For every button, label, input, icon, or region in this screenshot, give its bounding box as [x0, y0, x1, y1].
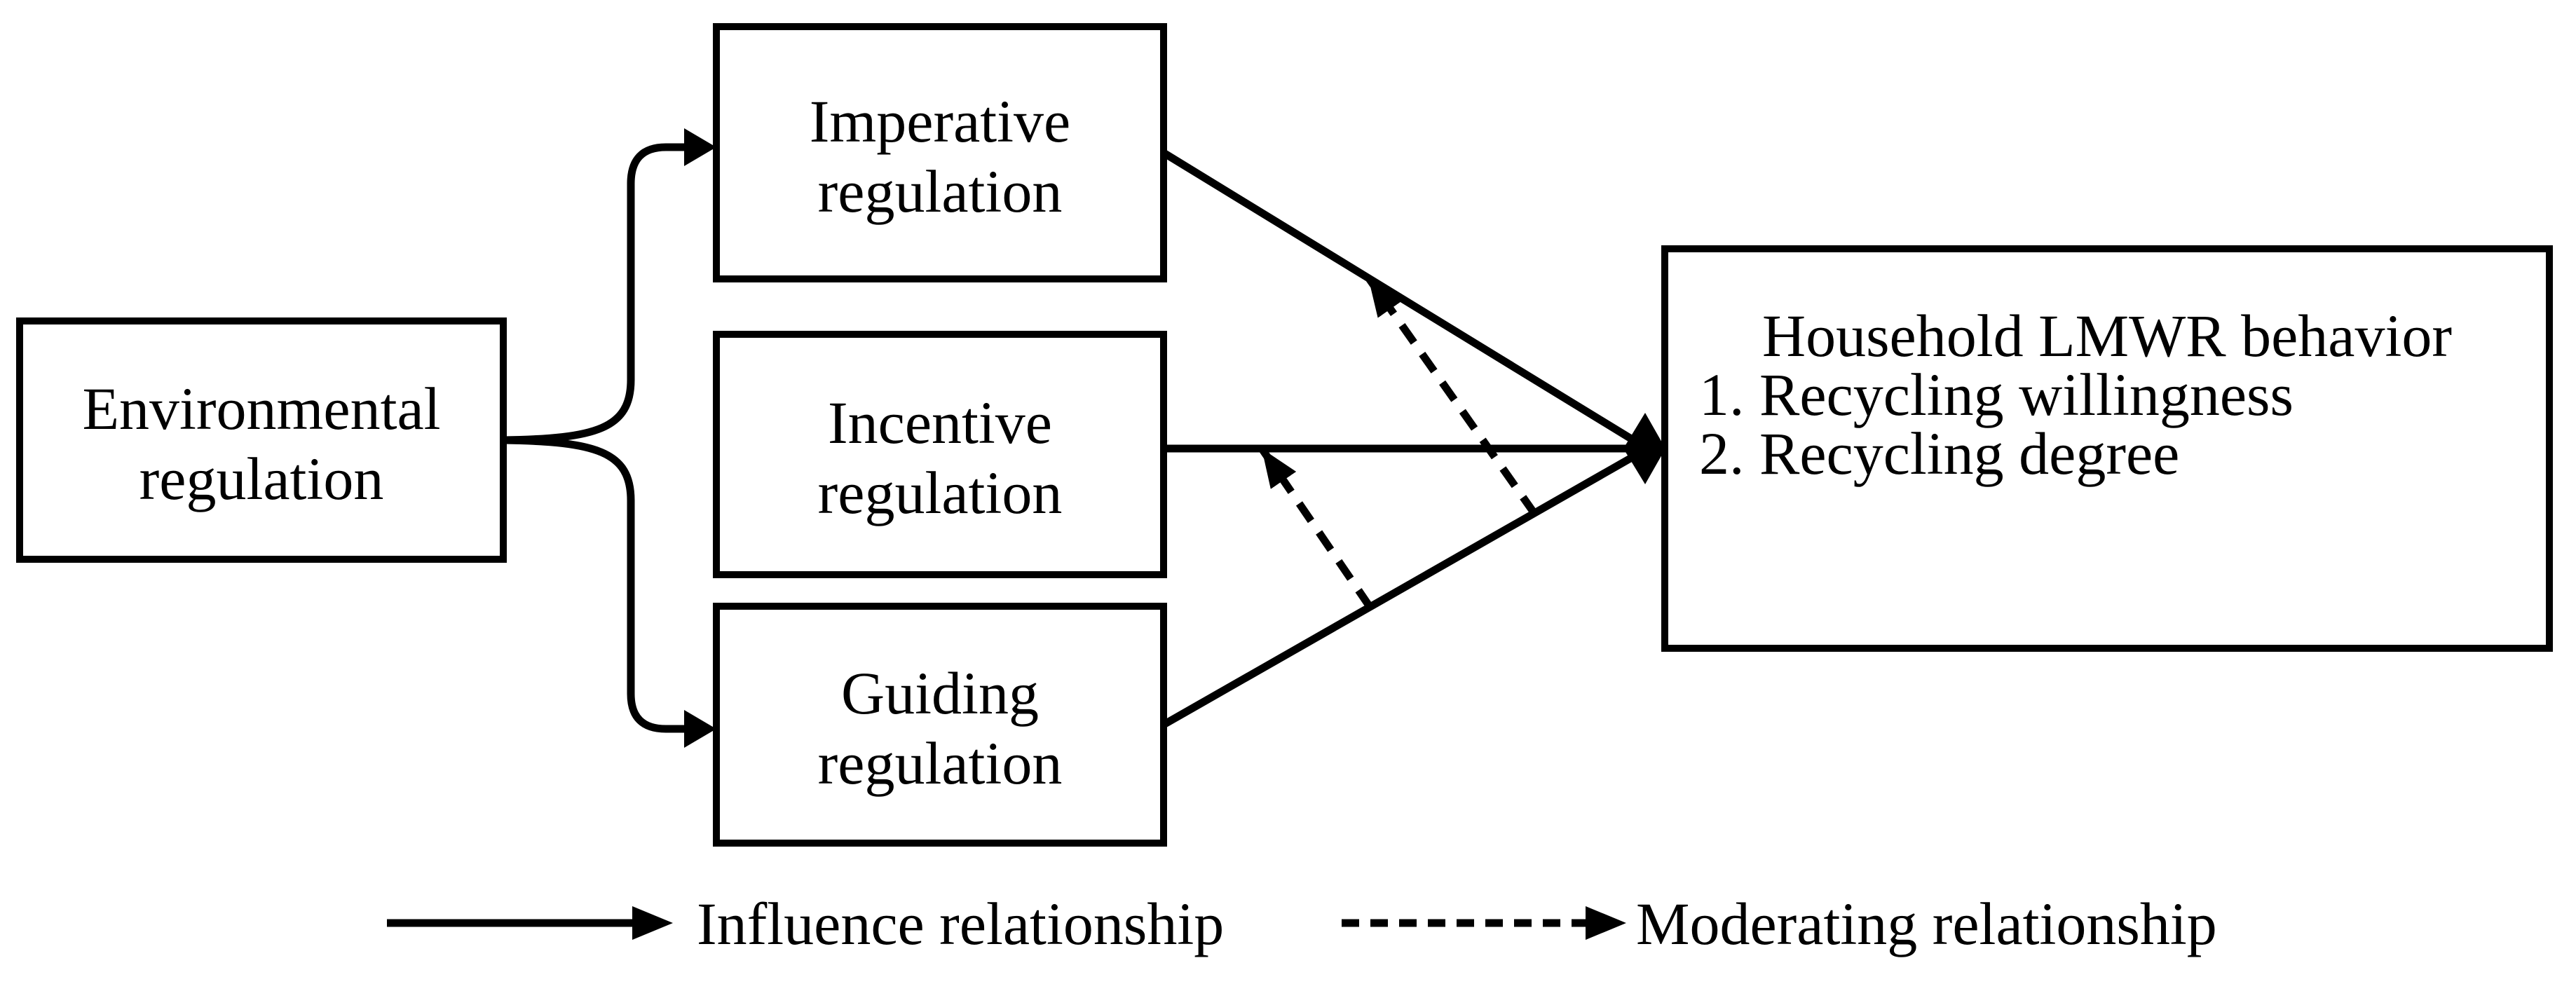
moderating-arrows — [1258, 275, 1539, 610]
influence-arrows — [1161, 149, 1665, 728]
legend-influence-label: Influence relationship — [697, 890, 1224, 957]
environmental-regulation-box — [16, 317, 507, 563]
influence-line-imperative — [1161, 149, 1642, 448]
imperative-box-label-line-1: Imperative — [810, 88, 1070, 155]
fork-top-arrowhead-icon — [684, 128, 716, 166]
imperative-box-label-line-2: regulation — [818, 158, 1063, 225]
environmental-box-label-line-1: Environmental — [82, 375, 440, 442]
moderating-arrow-lower — [1258, 446, 1374, 610]
guiding-box-label-line-2: regulation — [818, 730, 1063, 797]
legend: Influence relationship Moderating relati… — [387, 890, 2217, 957]
legend-moderating-label: Moderating relationship — [1636, 890, 2217, 957]
incentive-regulation-box — [713, 331, 1167, 578]
household-behavior-box — [1661, 245, 2553, 652]
convergence-arrowhead-icon — [1623, 413, 1665, 484]
fork-bottom-branch-line — [503, 436, 686, 733]
incentive-box-label-line-1: Incentive — [828, 389, 1052, 456]
moderating-arrow-upper — [1365, 275, 1539, 517]
legend-influence-arrowhead-icon — [632, 906, 673, 940]
imperative-regulation-box — [713, 23, 1167, 282]
behavior-box-title: Household LMWR behavior — [1762, 302, 2452, 369]
guiding-box-label-line-1: Guiding — [841, 659, 1039, 727]
influence-line-guiding — [1161, 449, 1642, 728]
environmental-box-label-line-2: regulation — [139, 445, 384, 512]
fork-top-branch-line — [503, 143, 686, 444]
legend-moderating-arrowhead-icon — [1586, 906, 1626, 940]
incentive-box-label-line-2: regulation — [818, 459, 1063, 526]
behavior-box-item-1: 1. Recycling willingness — [1699, 361, 2294, 428]
behavior-box-item-2: 2. Recycling degree — [1699, 420, 2179, 487]
fork-connector — [503, 128, 716, 748]
fork-bottom-arrowhead-icon — [684, 710, 716, 748]
guiding-regulation-box — [713, 603, 1167, 847]
